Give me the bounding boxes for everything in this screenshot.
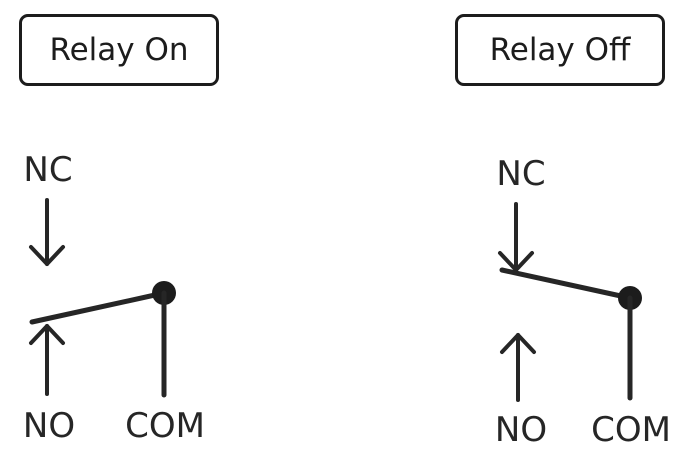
relay-on-no-arrow-head: [29, 324, 65, 345]
relay-on-panel: NC NO COM: [23, 150, 205, 446]
relay-off-switch-lever: [499, 267, 633, 301]
relay-off-no-arrow: [500, 333, 536, 402]
relay-off-no-arrow-head: [500, 333, 536, 354]
relay-off-nc-label: NC: [496, 154, 545, 194]
relay-on-nc-arrow: [29, 198, 65, 266]
relay-on-nc-label: NC: [23, 150, 72, 190]
relay-off-com-label: COM: [591, 410, 671, 450]
relay-off-nc-arrow: [498, 202, 534, 272]
relay-on-nc-arrow-head: [29, 245, 65, 266]
relay-off-panel: NC NO COM: [495, 154, 671, 450]
relay-off-nc-arrow-head: [498, 251, 534, 272]
relay-on-no-label: NO: [23, 406, 75, 446]
relay-on-com-label: COM: [125, 406, 205, 446]
relay-on-switch-lever: [29, 290, 167, 325]
relay-on-title: Relay On: [19, 14, 219, 86]
relay-on-no-arrow: [29, 324, 65, 396]
relay-off-no-label: NO: [495, 410, 547, 450]
relay-off-title: Relay Off: [455, 14, 665, 86]
